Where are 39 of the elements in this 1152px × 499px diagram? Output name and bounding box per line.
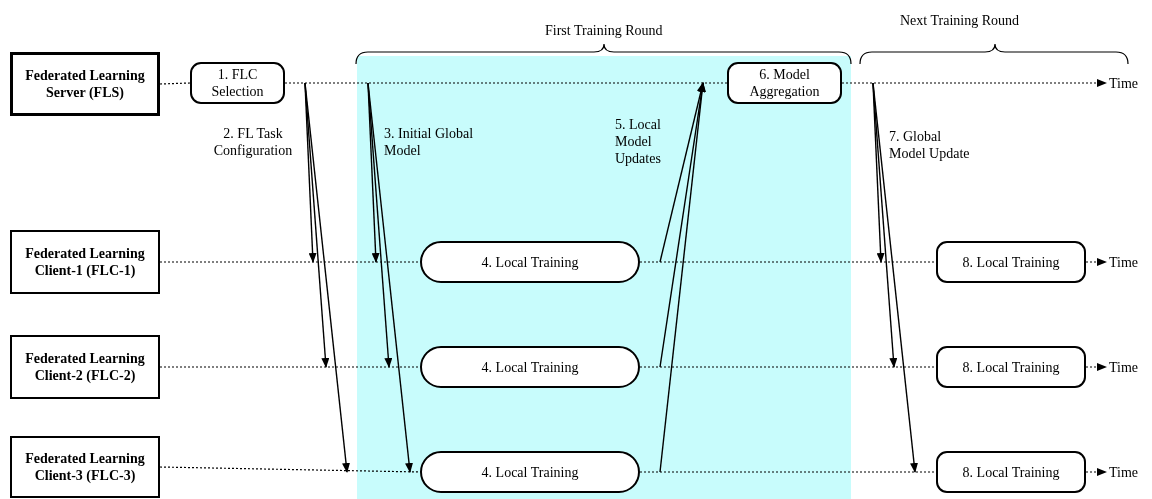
- edge-label: 2. FL Task Configuration: [212, 125, 294, 159]
- arrow: [659, 82, 706, 473]
- arrow: [367, 82, 413, 473]
- client-box: Federated Learning Client-3 (FLC-3): [10, 436, 160, 498]
- section-title: Next Training Round: [900, 12, 1019, 29]
- process-box: 8. Local Training: [936, 451, 1086, 493]
- timeline: [639, 366, 937, 368]
- timeline: [159, 82, 191, 85]
- arrow: [367, 82, 393, 368]
- timeline: [1085, 468, 1107, 476]
- client-box: Federated Learning Client-1 (FLC-1): [10, 230, 160, 294]
- edge-label: 3. Initial Global Model: [384, 125, 475, 159]
- axis-label: Time: [1109, 74, 1149, 92]
- arrow: [872, 82, 918, 473]
- axis-label: Time: [1109, 463, 1149, 481]
- timeline: [1085, 258, 1107, 266]
- process-box: 8. Local Training: [936, 346, 1086, 388]
- process-box: 1. FLC Selection: [190, 62, 285, 104]
- timeline: [284, 82, 728, 84]
- timeline: [639, 261, 937, 263]
- server-box: Federated Learning Server (FLS): [10, 52, 160, 116]
- edge-label: 5. Local Model Updates: [615, 116, 662, 167]
- timeline: [841, 79, 1107, 87]
- client-box: Federated Learning Client-2 (FLC-2): [10, 335, 160, 399]
- process-box: 4. Local Training: [420, 451, 640, 493]
- process-box: 4. Local Training: [420, 241, 640, 283]
- arrow: [872, 82, 898, 368]
- axis-label: Time: [1109, 253, 1149, 271]
- process-box: 4. Local Training: [420, 346, 640, 388]
- arrow: [304, 82, 350, 473]
- arrow: [659, 82, 705, 263]
- process-box: 8. Local Training: [936, 241, 1086, 283]
- section-title: First Training Round: [545, 22, 663, 39]
- axis-label: Time: [1109, 358, 1149, 376]
- arrow: [304, 82, 330, 368]
- timeline: [639, 471, 937, 473]
- edge-label: 7. Global Model Update: [889, 128, 971, 162]
- timeline: [1085, 363, 1107, 371]
- process-box: 6. Model Aggregation: [727, 62, 842, 104]
